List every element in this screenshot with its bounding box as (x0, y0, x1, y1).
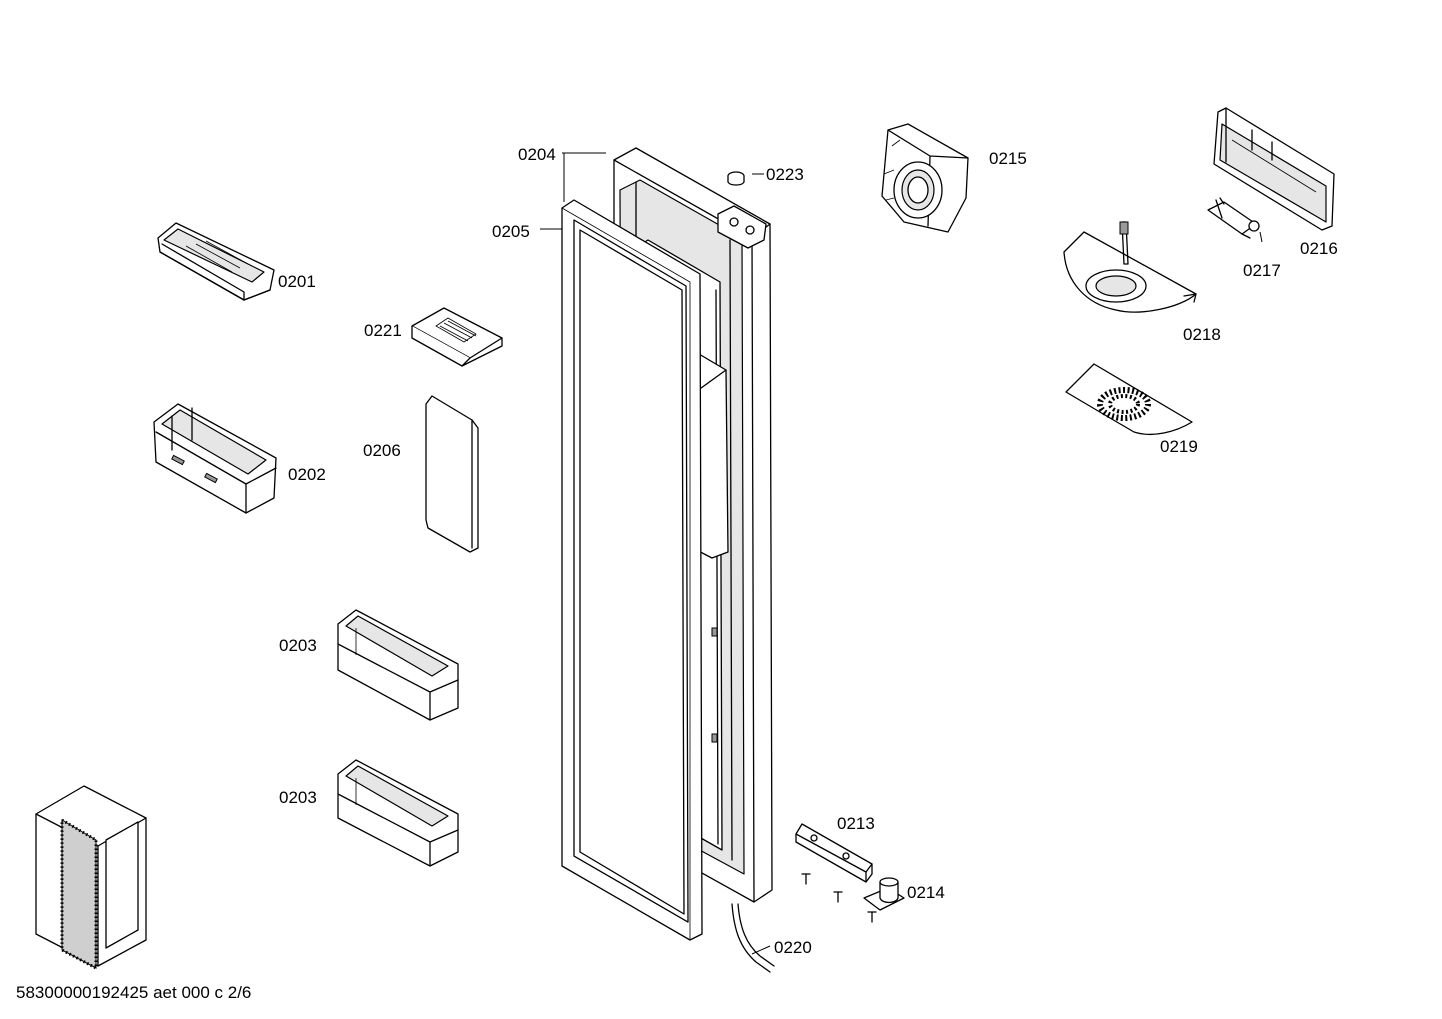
label-0214: 0214 (907, 883, 945, 902)
part-0221-lid (411, 307, 503, 367)
label-0204: 0204 (518, 145, 556, 164)
label-0221: 0221 (364, 321, 402, 340)
label-0220: 0220 (774, 938, 812, 957)
label-0203-lower: 0203 (279, 788, 317, 807)
part-0220-cable (731, 903, 775, 973)
part-0223-cap (727, 171, 745, 186)
label-0215: 0215 (989, 149, 1027, 168)
label-0218: 0218 (1183, 325, 1221, 344)
callout-labels: 0201 0202 0203 0203 0204 0205 0206 0213 … (278, 145, 1338, 957)
part-0217-bracket (1207, 197, 1260, 239)
label-0223: 0223 (766, 165, 804, 184)
part-0218-tray (1063, 221, 1197, 313)
label-0206: 0206 (363, 441, 401, 460)
label-0201: 0201 (278, 272, 316, 291)
part-0205-gasket (561, 199, 703, 941)
part-0202-bin (153, 403, 277, 514)
label-0203-upper: 0203 (279, 636, 317, 655)
part-0216-cover (1213, 107, 1335, 231)
label-0202: 0202 (288, 465, 326, 484)
label-0213: 0213 (837, 814, 875, 833)
part-0219-vent-cover (1065, 363, 1193, 436)
label-0219: 0219 (1160, 437, 1198, 456)
part-0201-shelf (157, 222, 275, 301)
leader-lines (540, 152, 1263, 955)
document-code: 58300000192425 aet 000 c 2/6 (16, 983, 251, 1002)
part-0203-bin-upper (337, 609, 459, 721)
part-0214-hinge-pin (801, 873, 905, 923)
part-0215-housing (881, 123, 969, 233)
overview-fridge (35, 785, 147, 971)
part-0203-bin-lower (337, 759, 459, 867)
label-0205: 0205 (492, 222, 530, 241)
label-0217: 0217 (1243, 261, 1281, 280)
part-0206-panel (425, 395, 479, 553)
part-0213-hinge-bracket (795, 823, 873, 883)
label-0216: 0216 (1300, 239, 1338, 258)
